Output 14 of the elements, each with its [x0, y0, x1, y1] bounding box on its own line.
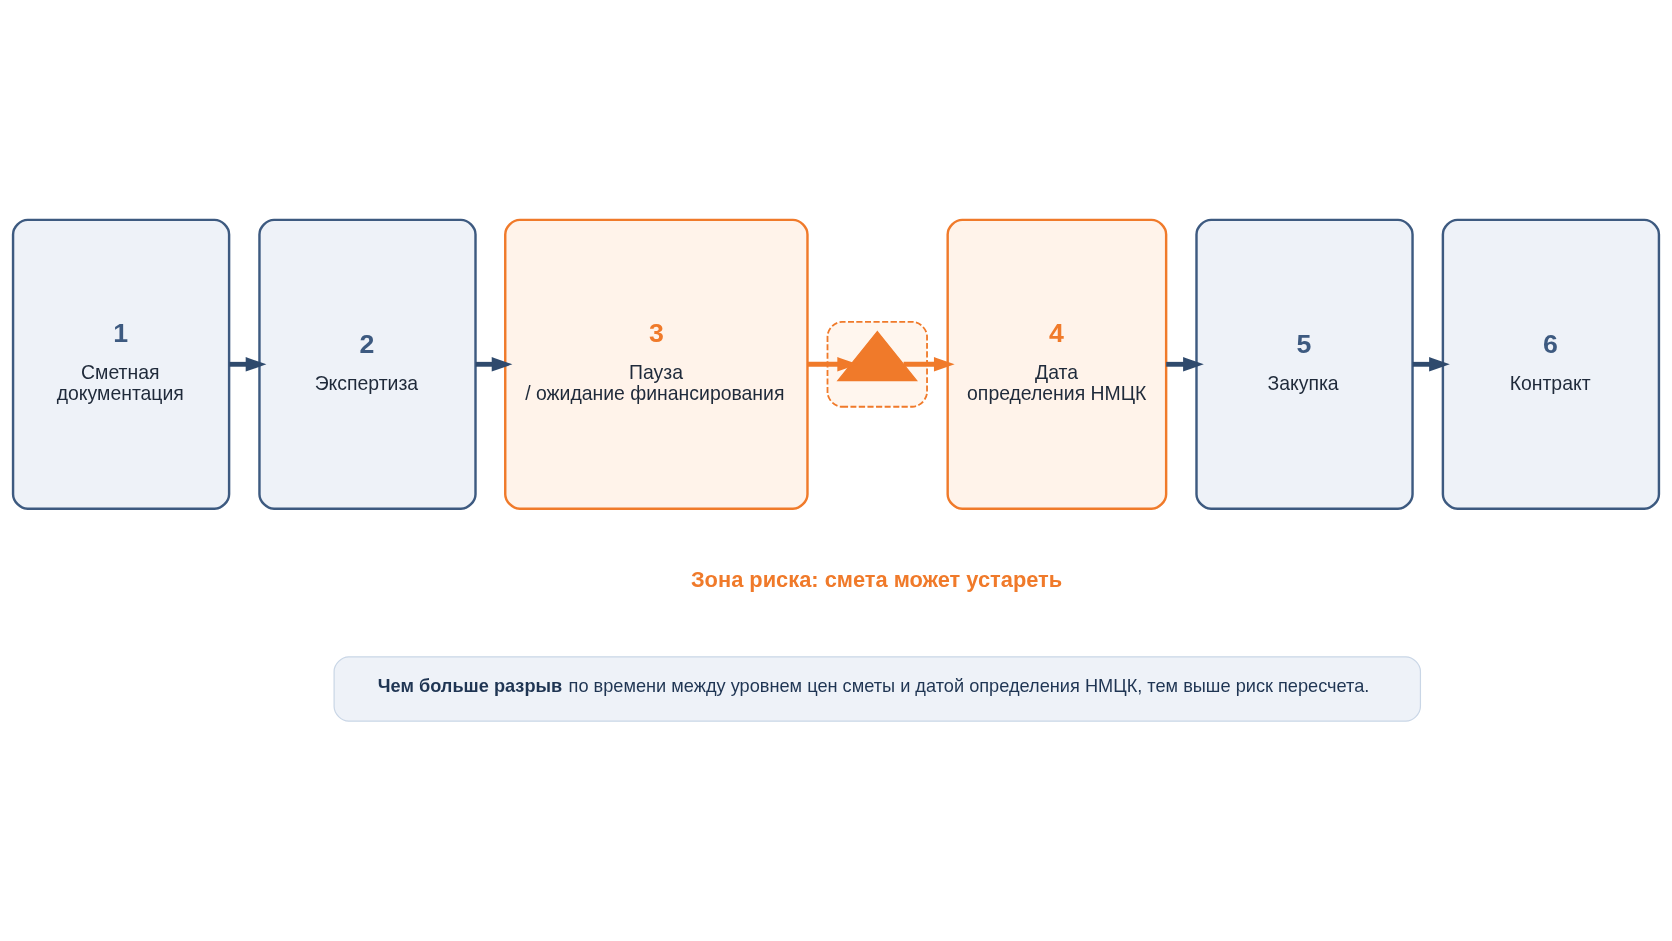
arrow: [903, 357, 955, 372]
arrow: [1166, 357, 1204, 372]
node-box: 1 Сметная документация: [11, 218, 231, 510]
arrow: [1412, 357, 1450, 372]
arrow: [475, 357, 513, 372]
label: Зона риска: смета может устареть: [690, 566, 1063, 592]
node-box: 6 Контракт: [1441, 218, 1661, 510]
node-box: 4 Дата определения НМЦК: [946, 218, 1168, 510]
node-box: 3 Пауза / ожидание финансирования: [504, 218, 809, 510]
node-box: 2 Экспертиза: [258, 218, 477, 510]
arrow: [229, 357, 267, 372]
cluster: [826, 320, 928, 408]
node-box: 5 Закупка: [1195, 218, 1414, 510]
node-box: Чем больше разрыв по времени между уровнем цен сметы и датой определения НМЦК, тем выше риск пересчета.: [333, 656, 1422, 722]
